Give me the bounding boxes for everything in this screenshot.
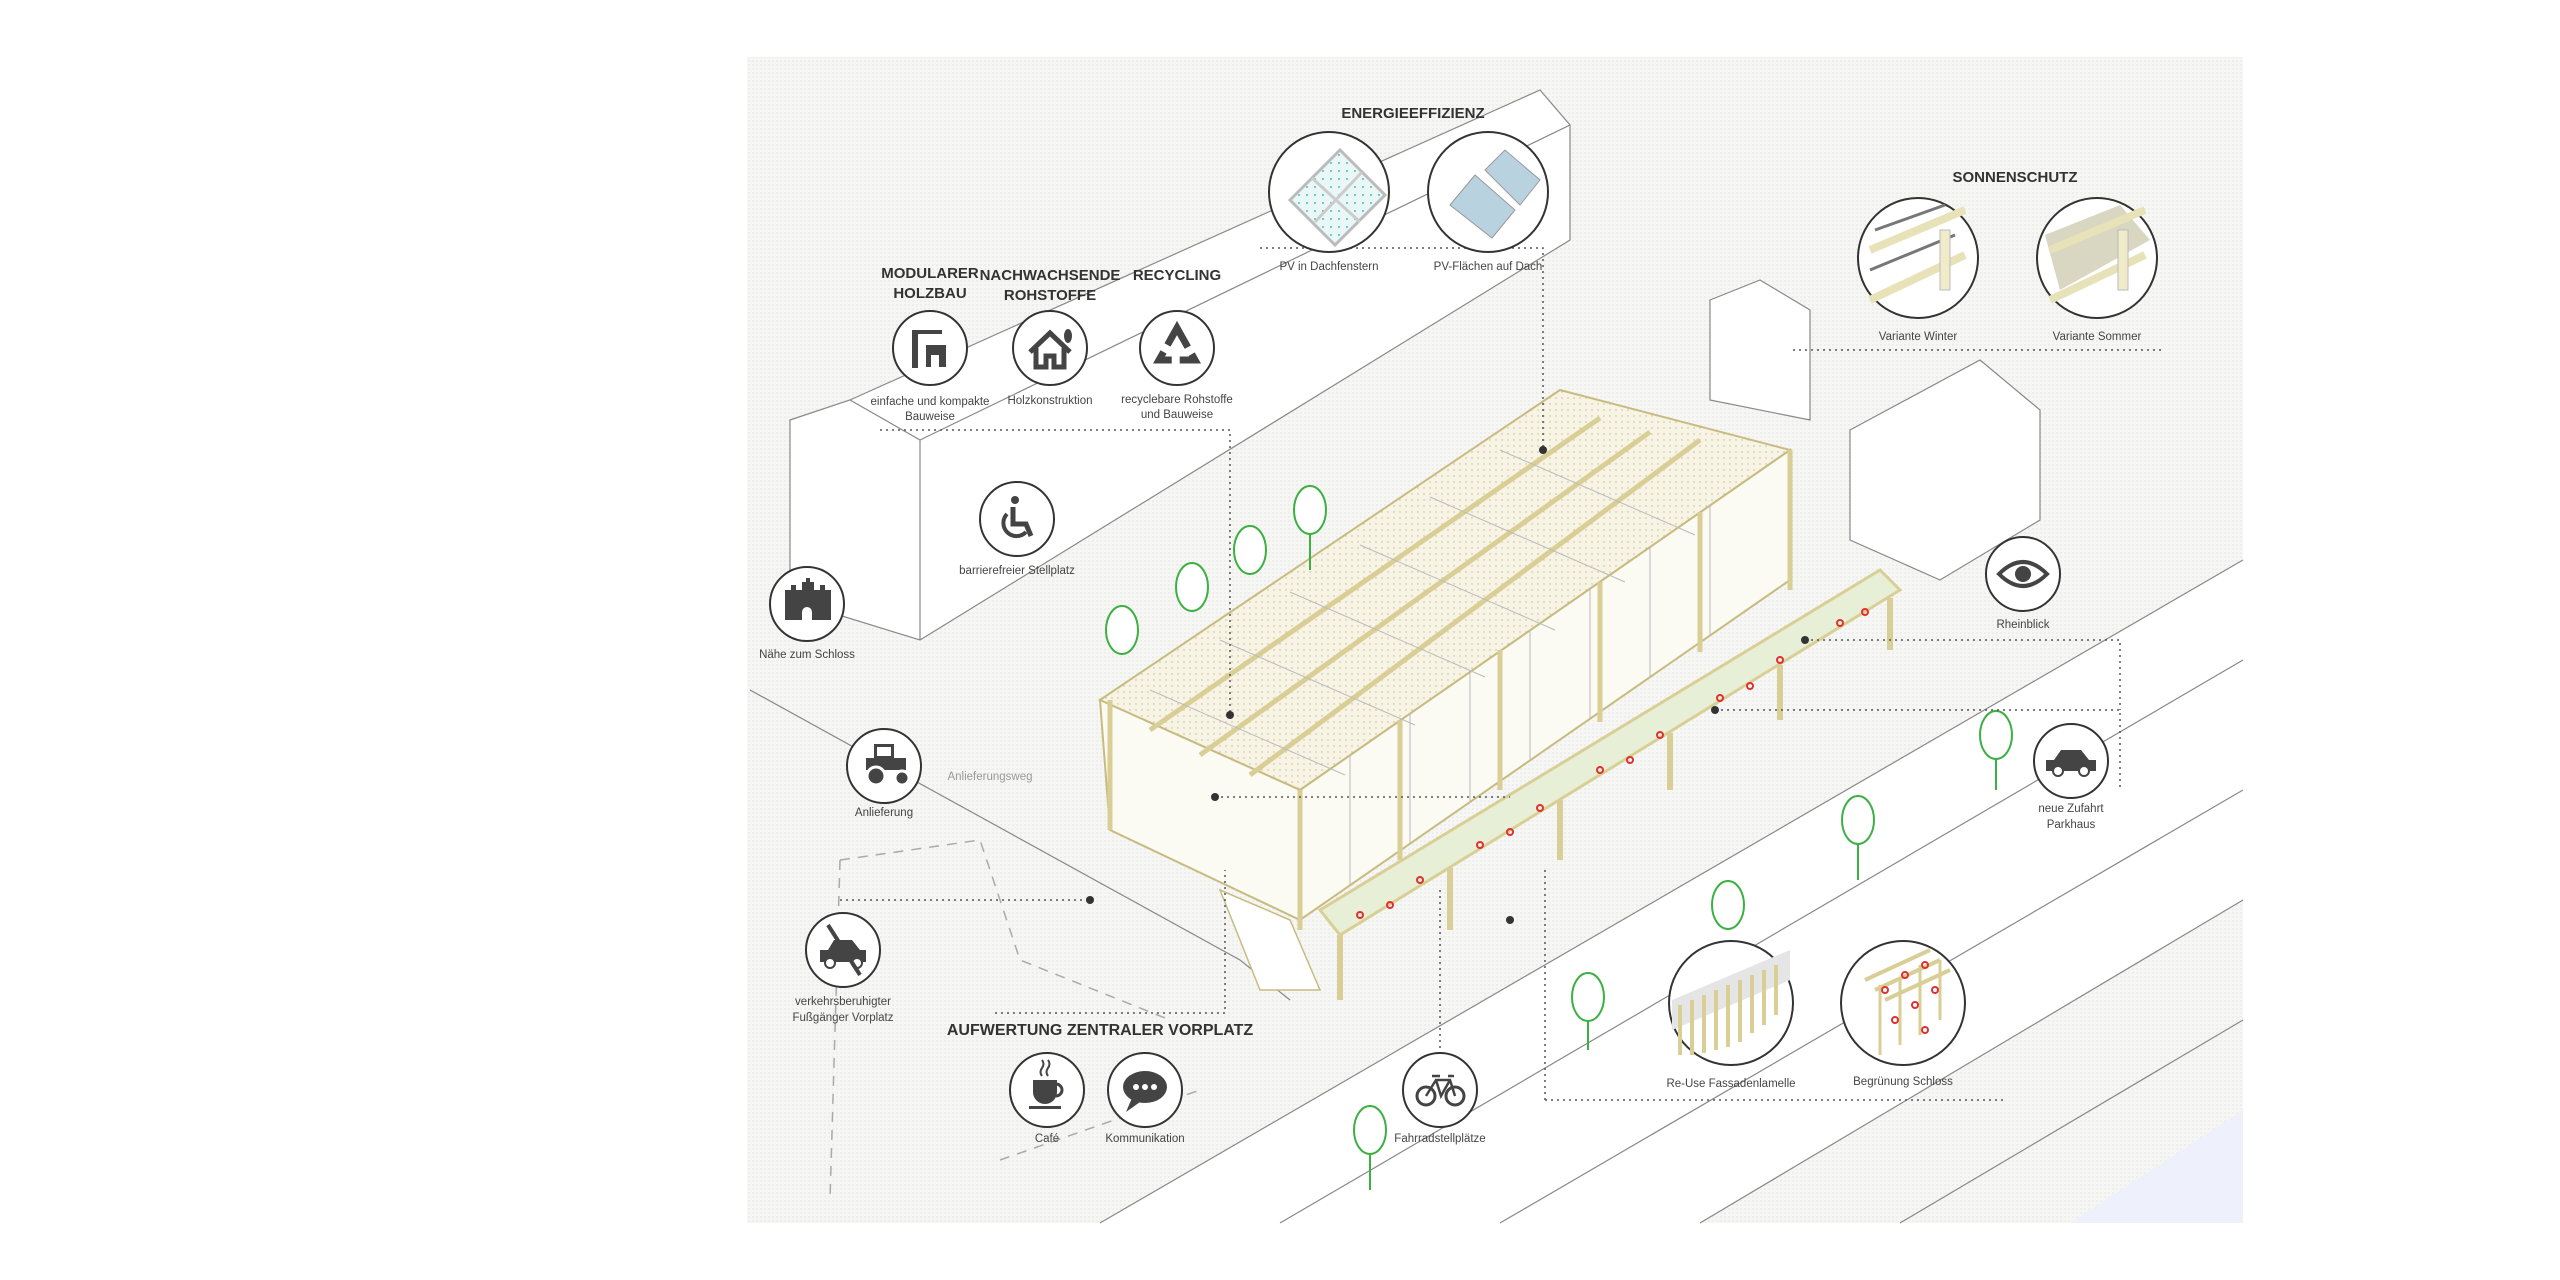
leader-lines [840,247,2165,1101]
recycle-icon [1139,310,1215,386]
label-modular-2: Bauweise [905,411,955,423]
label-recycling-2: und Bauweise [1141,409,1213,421]
label-neue-zufahrt: neue Zufahrt [2038,803,2104,815]
label-anlieferung: Anlieferung [855,807,913,819]
label-neue-zufahrt-2: Parkhaus [2047,819,2096,831]
label-rheinblick: Rheinblick [1996,619,2049,631]
title-modularer-holzbau-2: HOLZBAU [893,285,966,302]
market-hall-building [1097,388,1903,1000]
label-cafe: Café [1035,1133,1059,1145]
label-naehe-schloss: Nähe zum Schloss [759,649,855,661]
label-variante-sommer: Variante Sommer [2053,331,2142,343]
house-leaf-icon [1012,310,1088,386]
pergola-greening-illustration [1840,940,1966,1066]
title-energieeffizienz: ENERGIEEFFIZIENZ [1341,105,1484,122]
trees [1105,485,2013,1190]
title-nachwachsende-rohstoffe-2: ROHSTOFFE [1004,287,1096,304]
castle-icon [769,566,845,642]
label-verkehrsberuhigt-2: Fußgänger Vorplatz [792,1012,893,1024]
label-holzkonstruktion: Holzkonstruktion [1007,395,1092,407]
label-verkehrsberuhigt: verkehrsberuhigter [795,996,891,1008]
decorative-wedge [2070,1110,2243,1223]
label-begruenung-schloss: Begrünung Schloss [1853,1076,1953,1088]
label-reuse-fassadenlamelle: Re-Use Fassadenlamelle [1666,1078,1795,1090]
eye-icon [1985,536,2061,612]
speech-bubble-icon [1107,1052,1183,1128]
label-recycling: recyclebare Rohstoffe [1121,394,1233,406]
title-recycling: RECYCLING [1133,267,1221,284]
facade-lamella-illustration [1668,940,1794,1066]
label-pv-flaechen: PV-Flächen auf Dach [1434,261,1543,273]
wheelchair-icon [979,481,1055,557]
no-car-icon [805,912,881,988]
title-sonnenschutz: SONNENSCHUTZ [1952,169,2077,186]
bicycle-icon [1402,1052,1478,1128]
title-nachwachsende-rohstoffe: NACHWACHSENDE [980,267,1121,284]
shading-winter-illustration [1857,197,1979,319]
label-pv-dachfenster: PV in Dachfenstern [1279,261,1378,273]
title-modularer-holzbau: MODULARER [881,265,979,282]
title-aufwertung-vorplatz: AUFWERTUNG ZENTRALER VORPLATZ [947,1022,1254,1039]
car-icon [2033,723,2109,799]
pv-roof-panels-illustration [1427,131,1549,253]
neighbour-building-right [1709,279,2041,581]
label-fahrradstellplaetze: Fahrradstellplätze [1394,1133,1485,1145]
label-anlieferungsweg: Anlieferungsweg [947,771,1032,783]
label-variante-winter: Variante Winter [1879,331,1958,343]
pv-skylight-illustration [1268,131,1390,253]
shading-summer-illustration [2036,197,2158,319]
label-barrierefrei: barrierefreier Stellplatz [959,565,1075,577]
label-modular: einfache und kompakte [871,396,990,408]
tractor-icon [846,728,922,804]
coffee-cup-icon [1009,1052,1085,1128]
crane-building-icon [892,310,968,386]
label-kommunikation: Kommunikation [1105,1133,1184,1145]
